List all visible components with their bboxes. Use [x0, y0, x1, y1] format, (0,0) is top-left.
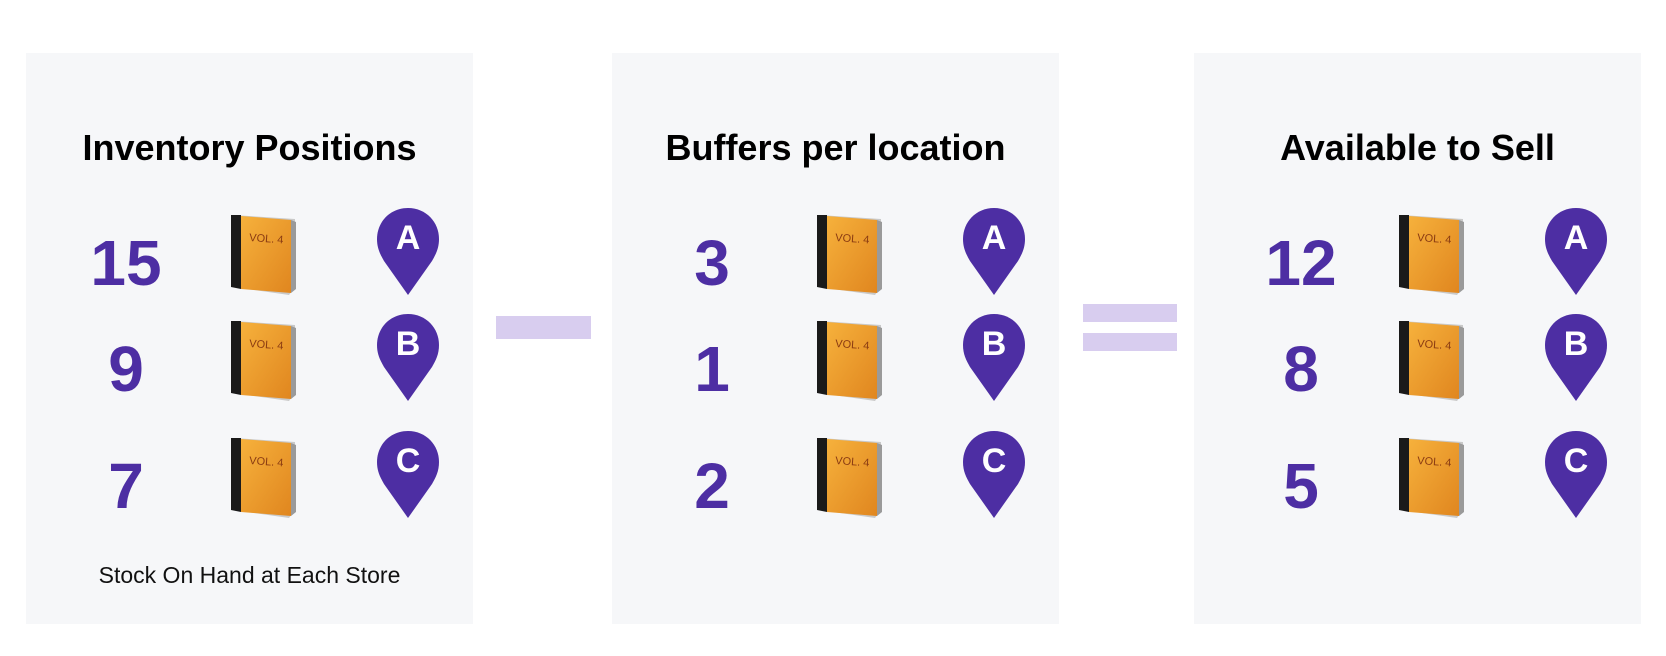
quantity-value: 3 [694, 227, 730, 299]
book-icon: VOL. 4 [815, 213, 885, 297]
book-icon: VOL. 4 [229, 436, 299, 520]
location-letter: B [1564, 325, 1589, 363]
location-pin-icon: C [375, 429, 441, 519]
svg-text:VOL. 4: VOL. 4 [1417, 338, 1452, 352]
inventory-row: 7 VOL. 4 C [26, 431, 473, 536]
svg-text:VOL. 4: VOL. 4 [1417, 455, 1452, 469]
quantity-value: 8 [1283, 333, 1319, 405]
svg-text:VOL. 4: VOL. 4 [249, 232, 284, 246]
equals-bar-top [1083, 304, 1177, 322]
svg-text:VOL. 4: VOL. 4 [835, 338, 870, 352]
location-pin-icon: C [961, 429, 1027, 519]
svg-text:VOL. 4: VOL. 4 [1417, 232, 1452, 246]
book-icon: VOL. 4 [1397, 213, 1467, 297]
inventory-row: 2 VOL. 4 C [612, 431, 1059, 536]
svg-text:VOL. 4: VOL. 4 [249, 338, 284, 352]
quantity-value: 12 [1265, 227, 1337, 299]
svg-text:VOL. 4: VOL. 4 [835, 455, 870, 469]
quantity-value: 15 [90, 227, 162, 299]
book-icon: VOL. 4 [1397, 436, 1467, 520]
inventory-row: 5 VOL. 4 C [1194, 431, 1641, 536]
quantity-value: 2 [694, 450, 730, 522]
panel-buffers-per-location: Buffers per location 3 VOL. 4 A 1 VOL. 4… [612, 53, 1059, 624]
location-letter: A [982, 219, 1007, 257]
svg-text:VOL. 4: VOL. 4 [249, 455, 284, 469]
minus-operator [496, 316, 591, 339]
location-pin-icon: A [961, 206, 1027, 296]
inventory-row: 1 VOL. 4 B [612, 314, 1059, 419]
location-pin-icon: C [1543, 429, 1609, 519]
panel-title: Inventory Positions [82, 127, 417, 168]
location-pin-icon: B [1543, 312, 1609, 402]
book-icon: VOL. 4 [1397, 319, 1467, 403]
location-letter: C [1564, 442, 1589, 480]
location-pin-icon: A [1543, 206, 1609, 296]
location-letter: B [396, 325, 421, 363]
quantity-value: 9 [108, 333, 144, 405]
inventory-row: 3 VOL. 4 A [612, 208, 1059, 313]
panel-title: Buffers per location [665, 127, 1006, 168]
location-pin-icon: B [961, 312, 1027, 402]
inventory-row: 12 VOL. 4 A [1194, 208, 1641, 313]
panel-available-to-sell: Available to Sell 12 VOL. 4 A 8 VOL. 4 B… [1194, 53, 1641, 624]
inventory-row: 8 VOL. 4 B [1194, 314, 1641, 419]
inventory-row: 15 VOL. 4 A [26, 208, 473, 313]
location-letter: A [1564, 219, 1589, 257]
location-letter: A [396, 219, 421, 257]
panel-inventory-positions: Inventory Positions Stock On Hand at Eac… [26, 53, 473, 624]
book-icon: VOL. 4 [815, 319, 885, 403]
location-letter: C [982, 442, 1007, 480]
book-icon: VOL. 4 [815, 436, 885, 520]
panel-title: Available to Sell [1280, 127, 1555, 168]
quantity-value: 5 [1283, 450, 1319, 522]
panel-caption: Stock On Hand at Each Store [98, 562, 401, 588]
inventory-row: 9 VOL. 4 B [26, 314, 473, 419]
quantity-value: 7 [108, 450, 144, 522]
svg-text:VOL. 4: VOL. 4 [835, 232, 870, 246]
book-icon: VOL. 4 [229, 213, 299, 297]
location-letter: B [982, 325, 1007, 363]
equals-bar-bottom [1083, 333, 1177, 351]
location-pin-icon: A [375, 206, 441, 296]
quantity-value: 1 [694, 333, 730, 405]
location-letter: C [396, 442, 421, 480]
book-icon: VOL. 4 [229, 319, 299, 403]
location-pin-icon: B [375, 312, 441, 402]
